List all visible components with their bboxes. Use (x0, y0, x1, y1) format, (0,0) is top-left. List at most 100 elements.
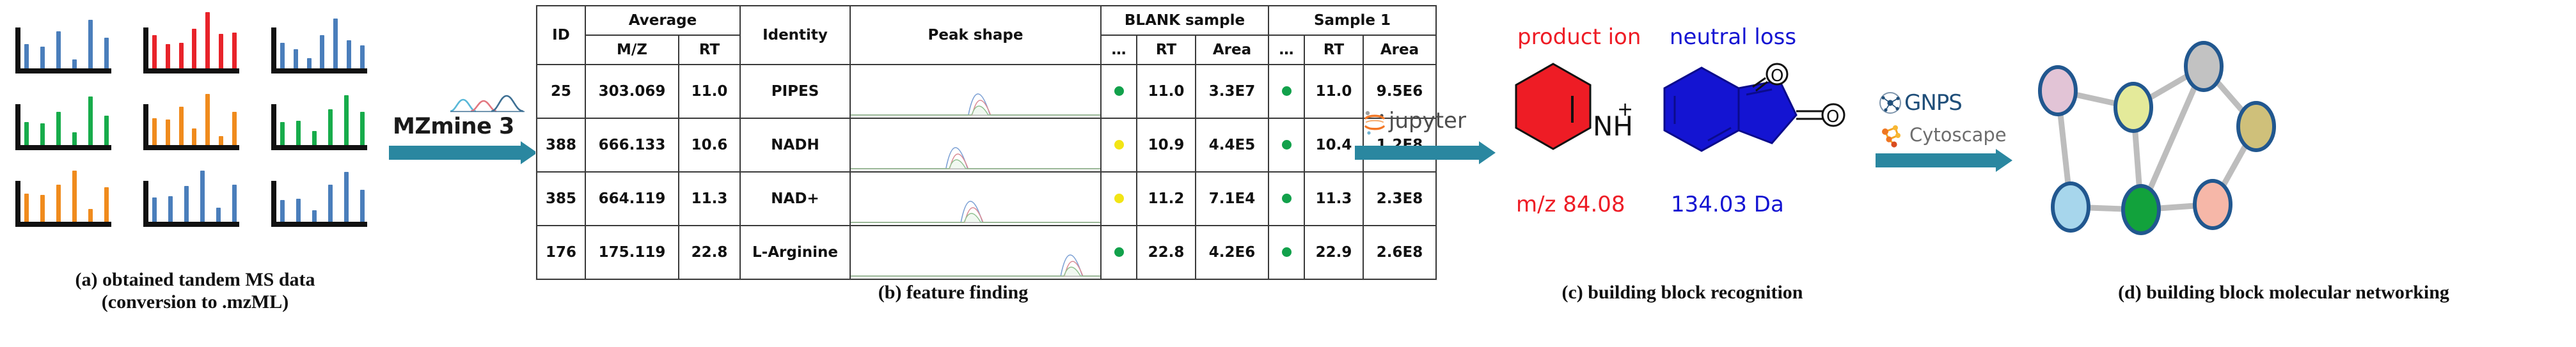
spectrum-2 (134, 12, 249, 79)
node-lightblue[interactable] (2051, 181, 2090, 233)
arrow-head (1479, 141, 1496, 164)
spectrum-peaks (152, 171, 237, 222)
neutral-loss-structure: O O (1663, 63, 1845, 152)
node-yellow[interactable] (2114, 82, 2153, 133)
cell-sample-dot (1268, 118, 1305, 173)
spectrum-peak-bar (56, 112, 61, 145)
mzmine-logo: MZmine 3 (393, 95, 527, 139)
arrow-shaft (389, 146, 522, 160)
th-sample-dots: … (1268, 35, 1305, 65)
caption-d-text: (d) building block molecular networking (2118, 282, 2449, 303)
spectrum-peaks (152, 94, 237, 145)
spectrum-peak-bar (40, 123, 45, 145)
status-dot-icon (1281, 194, 1292, 203)
product-ion-nh-label: NH (1593, 111, 1633, 142)
spectrum-y-axis (15, 181, 20, 227)
node-gray[interactable] (2184, 41, 2224, 92)
jupyter-logo-text: jupyter (1389, 108, 1466, 134)
cell-sample-area: 9.5E6 (1363, 64, 1437, 119)
node-green[interactable] (2121, 184, 2161, 235)
spectrum-peak-bar (40, 47, 45, 68)
spectrum-peak-bar (178, 43, 184, 68)
spectrum-peaks (24, 19, 109, 68)
cell-sample-dot (1268, 64, 1305, 119)
node-olive[interactable] (2236, 101, 2276, 152)
spectrum-peak-bar (360, 45, 365, 68)
th-blank-area: Area (1195, 35, 1269, 65)
spectrum-peak-bar (56, 185, 61, 222)
status-dot-icon (1114, 247, 1124, 257)
spectrum-peak-bar (72, 171, 77, 222)
caption-a: (a) obtained tandem MS data (conversion … (0, 268, 390, 314)
th-sample-1: Sample 1 (1268, 5, 1437, 36)
spectra-grid (6, 12, 390, 236)
th-mz: M/Z (585, 35, 679, 65)
spectrum-x-axis (143, 68, 239, 73)
spectrum-3 (262, 12, 377, 79)
spectrum-peak-bar (296, 199, 301, 222)
spectrum-peak-bar (360, 112, 365, 145)
cell-identity: L-Arginine (739, 225, 851, 280)
spectrum-peak-bar (104, 38, 109, 68)
spectrum-x-axis (271, 68, 367, 73)
spectrum-peak-bar (104, 187, 109, 222)
status-dot-icon (1281, 140, 1292, 150)
status-dot-icon (1114, 194, 1124, 203)
th-identity: Identity (739, 5, 851, 65)
status-dot-icon (1114, 140, 1124, 150)
spectrum-peak-bar (219, 34, 224, 68)
neutral-loss-o2-label: O (1826, 107, 1839, 127)
spectrum-peak-bar (152, 35, 157, 68)
spectrum-5 (134, 88, 249, 155)
mzmine-logo-text: MZmine 3 (393, 114, 514, 139)
node-pink[interactable] (2038, 65, 2078, 116)
status-dot-icon (1281, 86, 1292, 96)
spectrum-peak-bar (200, 171, 205, 222)
arrow-b-to-c (1355, 141, 1497, 164)
neutral-loss-label: neutral loss (1670, 24, 1797, 50)
cell-blank-dot (1100, 118, 1137, 173)
spectrum-x-axis (15, 145, 111, 150)
cell-blank-area: 4.4E5 (1195, 118, 1269, 173)
cell-rt: 10.6 (678, 118, 741, 173)
cell-sample-dot (1268, 171, 1305, 226)
spectrum-peak-bar (72, 132, 77, 145)
spectrum-peak-bar (88, 209, 93, 222)
cell-mz: 664.119 (585, 171, 679, 226)
spectrum-peak-bar (56, 31, 61, 68)
spectrum-4 (6, 88, 122, 155)
cell-peak-shape (849, 225, 1102, 280)
cell-sample-rt: 11.0 (1304, 64, 1364, 119)
spectrum-peaks (280, 95, 365, 145)
spectrum-peak-bar (72, 59, 77, 68)
arrow-head (521, 141, 537, 164)
spectrum-peak-bar (320, 35, 325, 68)
cell-id: 385 (536, 171, 586, 226)
spectrum-peak-bar (328, 185, 333, 222)
th-peak-shape: Peak shape (849, 5, 1102, 65)
panel-a-tandem-ms (6, 12, 390, 267)
spectrum-peak-bar (232, 33, 237, 68)
product-ion-label: product ion (1517, 24, 1641, 50)
spectrum-peak-bar (296, 121, 301, 145)
spectrum-peak-bar (165, 120, 170, 145)
spectrum-x-axis (143, 145, 239, 150)
cell-blank-area: 7.1E4 (1195, 171, 1269, 226)
cell-sample-dot (1268, 225, 1305, 280)
spectrum-peaks (24, 171, 109, 222)
spectrum-peak-bar (88, 96, 93, 145)
node-salmon[interactable] (2193, 179, 2232, 230)
table-header-row-sub: M/Z RT … RT Area … RT Area (537, 35, 1437, 65)
spectrum-peak-bar (192, 29, 197, 68)
feature-table: ID Average Identity Peak shape BLANK sam… (536, 5, 1437, 280)
status-dot-icon (1114, 86, 1124, 96)
spectrum-peak-bar (40, 195, 45, 222)
spectrum-y-axis (15, 27, 20, 73)
cytoscape-logo-text: Cytoscape (1909, 124, 2007, 146)
spectrum-y-axis (143, 181, 148, 227)
cell-blank-dot (1100, 171, 1137, 226)
